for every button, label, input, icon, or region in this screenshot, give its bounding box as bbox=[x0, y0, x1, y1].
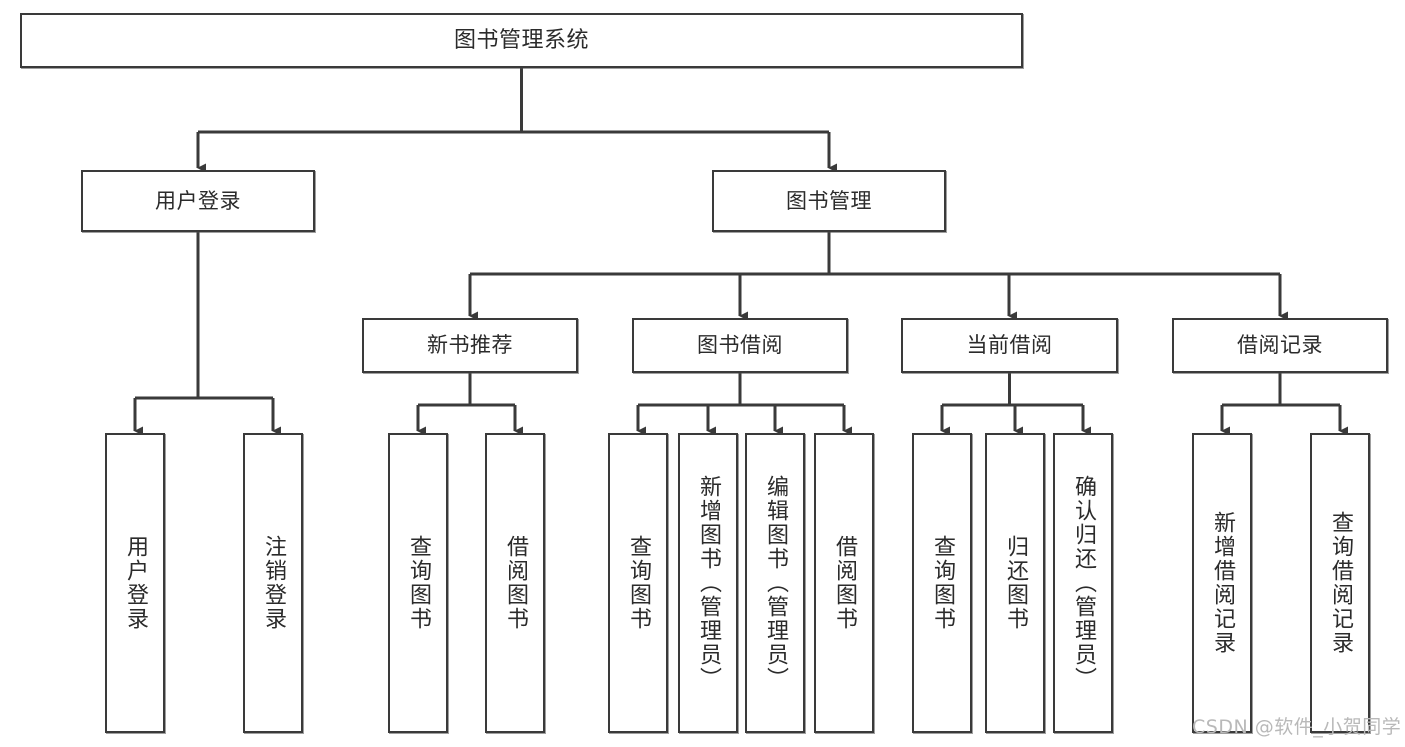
node-label: 用户登录 bbox=[155, 188, 241, 213]
node-current-borrow[interactable]: 当前借阅 bbox=[901, 318, 1118, 373]
node-label: 借阅图书 bbox=[503, 535, 528, 631]
node-label: 新书推荐 bbox=[427, 333, 513, 358]
node-leaf-edit-book[interactable]: 编辑图书（管理员） bbox=[745, 433, 805, 733]
node-leaf-add-record[interactable]: 新增借阅记录 bbox=[1192, 433, 1252, 733]
node-leaf-query-book-2[interactable]: 查询图书 bbox=[608, 433, 668, 733]
node-leaf-query-book-3[interactable]: 查询图书 bbox=[912, 433, 972, 733]
node-label: 新增借阅记录 bbox=[1210, 511, 1235, 655]
node-label: 归还图书 bbox=[1003, 535, 1028, 631]
node-leaf-borrow-book-1[interactable]: 借阅图书 bbox=[485, 433, 545, 733]
node-book-manage[interactable]: 图书管理 bbox=[712, 170, 946, 232]
node-label: 图书管理系统 bbox=[453, 27, 589, 53]
connector-group bbox=[133, 68, 1348, 436]
node-label: 新增图书（管理员） bbox=[696, 475, 721, 691]
node-new-book-recommend[interactable]: 新书推荐 bbox=[362, 318, 578, 373]
node-leaf-confirm-return[interactable]: 确认归还（管理员） bbox=[1053, 433, 1113, 733]
node-leaf-add-book[interactable]: 新增图书（管理员） bbox=[678, 433, 738, 733]
node-label: 图书借阅 bbox=[697, 333, 783, 358]
node-borrow-record[interactable]: 借阅记录 bbox=[1172, 318, 1388, 373]
node-label: 借阅记录 bbox=[1237, 333, 1323, 358]
node-leaf-user-login[interactable]: 用户登录 bbox=[105, 433, 165, 733]
node-root[interactable]: 图书管理系统 bbox=[20, 13, 1023, 68]
node-label: 查询图书 bbox=[930, 535, 955, 631]
node-label: 图书管理 bbox=[786, 188, 872, 213]
node-label: 查询图书 bbox=[626, 535, 651, 631]
node-label: 查询图书 bbox=[406, 535, 431, 631]
node-leaf-logout[interactable]: 注销登录 bbox=[243, 433, 303, 733]
node-label: 查询借阅记录 bbox=[1328, 511, 1353, 655]
node-label: 用户登录 bbox=[123, 535, 148, 631]
node-label: 确认归还（管理员） bbox=[1071, 475, 1096, 691]
node-leaf-query-record[interactable]: 查询借阅记录 bbox=[1310, 433, 1370, 733]
node-leaf-return-book[interactable]: 归还图书 bbox=[985, 433, 1045, 733]
node-leaf-query-book-1[interactable]: 查询图书 bbox=[388, 433, 448, 733]
node-label: 编辑图书（管理员） bbox=[763, 475, 788, 691]
node-label: 当前借阅 bbox=[966, 333, 1053, 358]
node-label: 借阅图书 bbox=[832, 535, 857, 631]
node-book-borrow[interactable]: 图书借阅 bbox=[632, 318, 848, 373]
node-user-login[interactable]: 用户登录 bbox=[81, 170, 315, 232]
node-label: 注销登录 bbox=[261, 535, 286, 631]
node-leaf-borrow-book-2[interactable]: 借阅图书 bbox=[814, 433, 874, 733]
